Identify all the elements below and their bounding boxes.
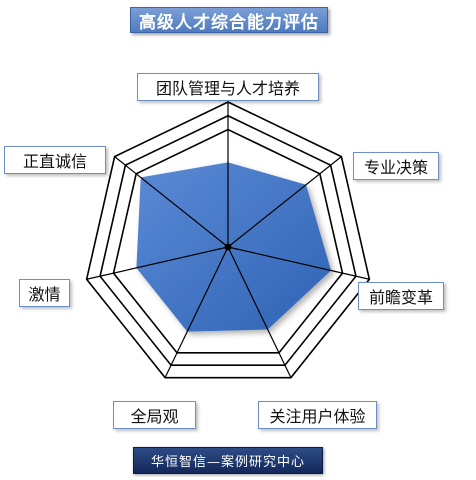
radar-spoke-6: [86, 246, 229, 280]
radar-series-area: [136, 162, 332, 332]
footer-banner: 华恒智信—案例研究中心: [133, 447, 323, 474]
radar-ring-1: [85, 101, 371, 379]
radar-spoke-4: [227, 246, 292, 378]
axis-label-passion: 激情: [19, 279, 70, 307]
axis-label-forward-change: 前瞻变革: [358, 282, 444, 310]
axis-label-professional-decision: 专业决策: [353, 152, 439, 180]
radar-grid: [85, 101, 371, 379]
radar-ring-2: [99, 114, 357, 367]
radar-center-point: [224, 243, 232, 251]
axis-label-global-view: 全局观: [113, 401, 196, 429]
radar-spokes: [86, 102, 370, 378]
axis-label-user-experience: 关注用户体验: [258, 401, 377, 429]
axis-label-team-management: 团队管理与人才培养: [137, 73, 319, 101]
radar-ring-3: [112, 128, 344, 354]
axis-label-integrity: 正直诚信: [4, 146, 106, 174]
chart-title: 高级人才综合能力评估: [130, 7, 328, 33]
radar-spoke-7: [114, 156, 229, 248]
radar-spoke-5: [164, 246, 229, 378]
radar-spoke-2: [227, 156, 342, 248]
radar-spoke-3: [227, 246, 370, 280]
